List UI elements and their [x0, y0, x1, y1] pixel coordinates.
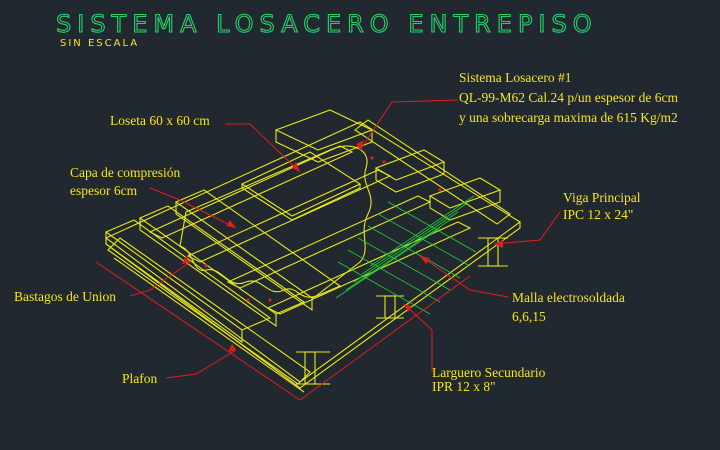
label-capa-2: espesor 6cm [70, 183, 138, 198]
losacero-rib-back-2 [374, 149, 446, 181]
drawing-title: SISTEMA LOSACERO ENTREPISO [56, 10, 598, 38]
structure-linework [104, 109, 521, 393]
label-plafon: Plafon [122, 371, 157, 386]
leader-loseta [225, 123, 301, 173]
label-bastagos: Bastagos de Union [14, 289, 116, 304]
plafon-plate [104, 121, 521, 383]
losacero-rib-1 [104, 219, 272, 331]
label-larguero-1: Larguero Secundario [432, 365, 546, 380]
viga-principal-right [354, 119, 511, 225]
label-losacero-1: Sistema Losacero #1 [459, 70, 571, 85]
leader-plafon [165, 349, 237, 379]
plafon-edge-line [95, 261, 301, 401]
leader-capa [149, 187, 237, 229]
callout-capa: Capa de compresión espesor 6cm [70, 165, 180, 198]
larguero-section [384, 295, 396, 319]
bastagos-dots [204, 156, 442, 302]
label-viga-1: Viga Principal [563, 190, 641, 205]
callout-viga: Viga Principal IPC 12 x 24" [563, 190, 641, 222]
label-malla-1: Malla electrosoldada [512, 290, 625, 305]
leader-bastagos [129, 261, 191, 297]
malla-electrosoldada [335, 195, 477, 315]
larguero-secundario-1 [148, 145, 354, 239]
leader-lines [129, 99, 561, 379]
label-capa-1: Capa de compresión [70, 165, 180, 180]
label-loseta: Loseta 60 x 60 cm [110, 113, 210, 128]
leader-larguero [403, 303, 433, 372]
viga-principal-left [107, 237, 311, 385]
label-losacero-2: QL-99-M62 Cal.24 p/un espesor de 6cm [459, 90, 678, 105]
label-viga-2: IPC 12 x 24" [563, 207, 633, 222]
losacero-rib-3 [174, 189, 342, 299]
leader-arrowheads [182, 140, 503, 352]
label-larguero-2: IPR 12 x 8" [432, 379, 496, 394]
capa-compresion-outline [179, 145, 372, 298]
label-malla-2: 6,6,15 [512, 309, 546, 324]
losacero-rib-2 [138, 205, 306, 315]
label-losacero-3: y una sobrecarga maxima de 615 Kg/m2 [459, 110, 678, 125]
loseta-tile [240, 151, 362, 217]
callout-malla: Malla electrosoldada 6,6,15 [512, 290, 625, 324]
larguero-secundario-3 [226, 195, 432, 289]
callout-losacero: Sistema Losacero #1 QL-99-M62 Cal.24 p/u… [459, 70, 678, 125]
larguero-secundario-4 [266, 221, 472, 315]
leader-viga [493, 211, 561, 245]
leader-losacero [359, 99, 459, 151]
drawing-subtitle: SIN ESCALA [60, 38, 139, 49]
viga-principal-section-left [304, 351, 316, 385]
leader-malla [419, 255, 509, 298]
callout-larguero: Larguero Secundario IPR 12 x 8" [432, 365, 546, 394]
